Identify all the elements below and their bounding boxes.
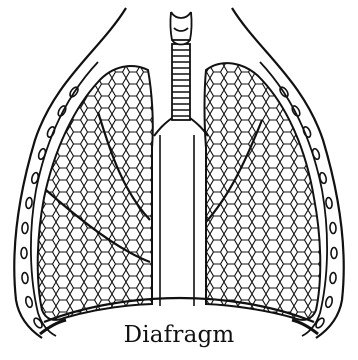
left-lung [38, 66, 153, 320]
trachea [154, 44, 208, 136]
larynx [170, 12, 191, 45]
right-lung [205, 63, 321, 320]
mediastinum [160, 135, 194, 307]
diaphragm-label: Diafragm [0, 322, 358, 348]
